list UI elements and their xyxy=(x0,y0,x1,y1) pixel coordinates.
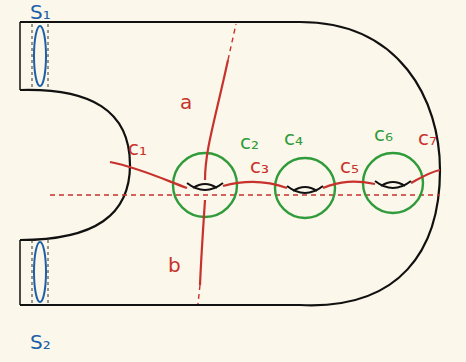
red-curve xyxy=(110,162,187,188)
red-curve xyxy=(323,182,375,188)
curve-label: S₂ xyxy=(30,332,51,352)
surface-outline xyxy=(20,90,130,240)
hidden-curve xyxy=(50,194,440,195)
curve-label: c₃ xyxy=(250,156,269,176)
curve-label: b xyxy=(168,255,181,275)
curve-label: c₅ xyxy=(340,156,359,176)
curve-label: c₄ xyxy=(284,128,303,148)
red-curve xyxy=(205,60,228,180)
boundary-curve xyxy=(34,26,46,86)
curve-label: S₁ xyxy=(30,2,51,22)
boundary-curve xyxy=(34,242,46,302)
boundary-dashes xyxy=(32,24,48,303)
curve-label: c₇ xyxy=(418,128,437,148)
tube-end xyxy=(19,240,21,305)
curve-label: c₂ xyxy=(240,132,259,152)
genus-handles xyxy=(187,181,411,193)
red-curve xyxy=(200,200,205,285)
curve-label: c₁ xyxy=(128,138,147,158)
surface-outline xyxy=(20,22,440,305)
curve-label: a xyxy=(180,92,192,112)
curve-label: c₆ xyxy=(374,124,393,144)
hidden-curve xyxy=(198,285,200,304)
red-curve xyxy=(411,170,440,183)
tube-end xyxy=(19,22,21,90)
hidden-curve xyxy=(228,24,236,60)
red-curve xyxy=(223,182,287,188)
